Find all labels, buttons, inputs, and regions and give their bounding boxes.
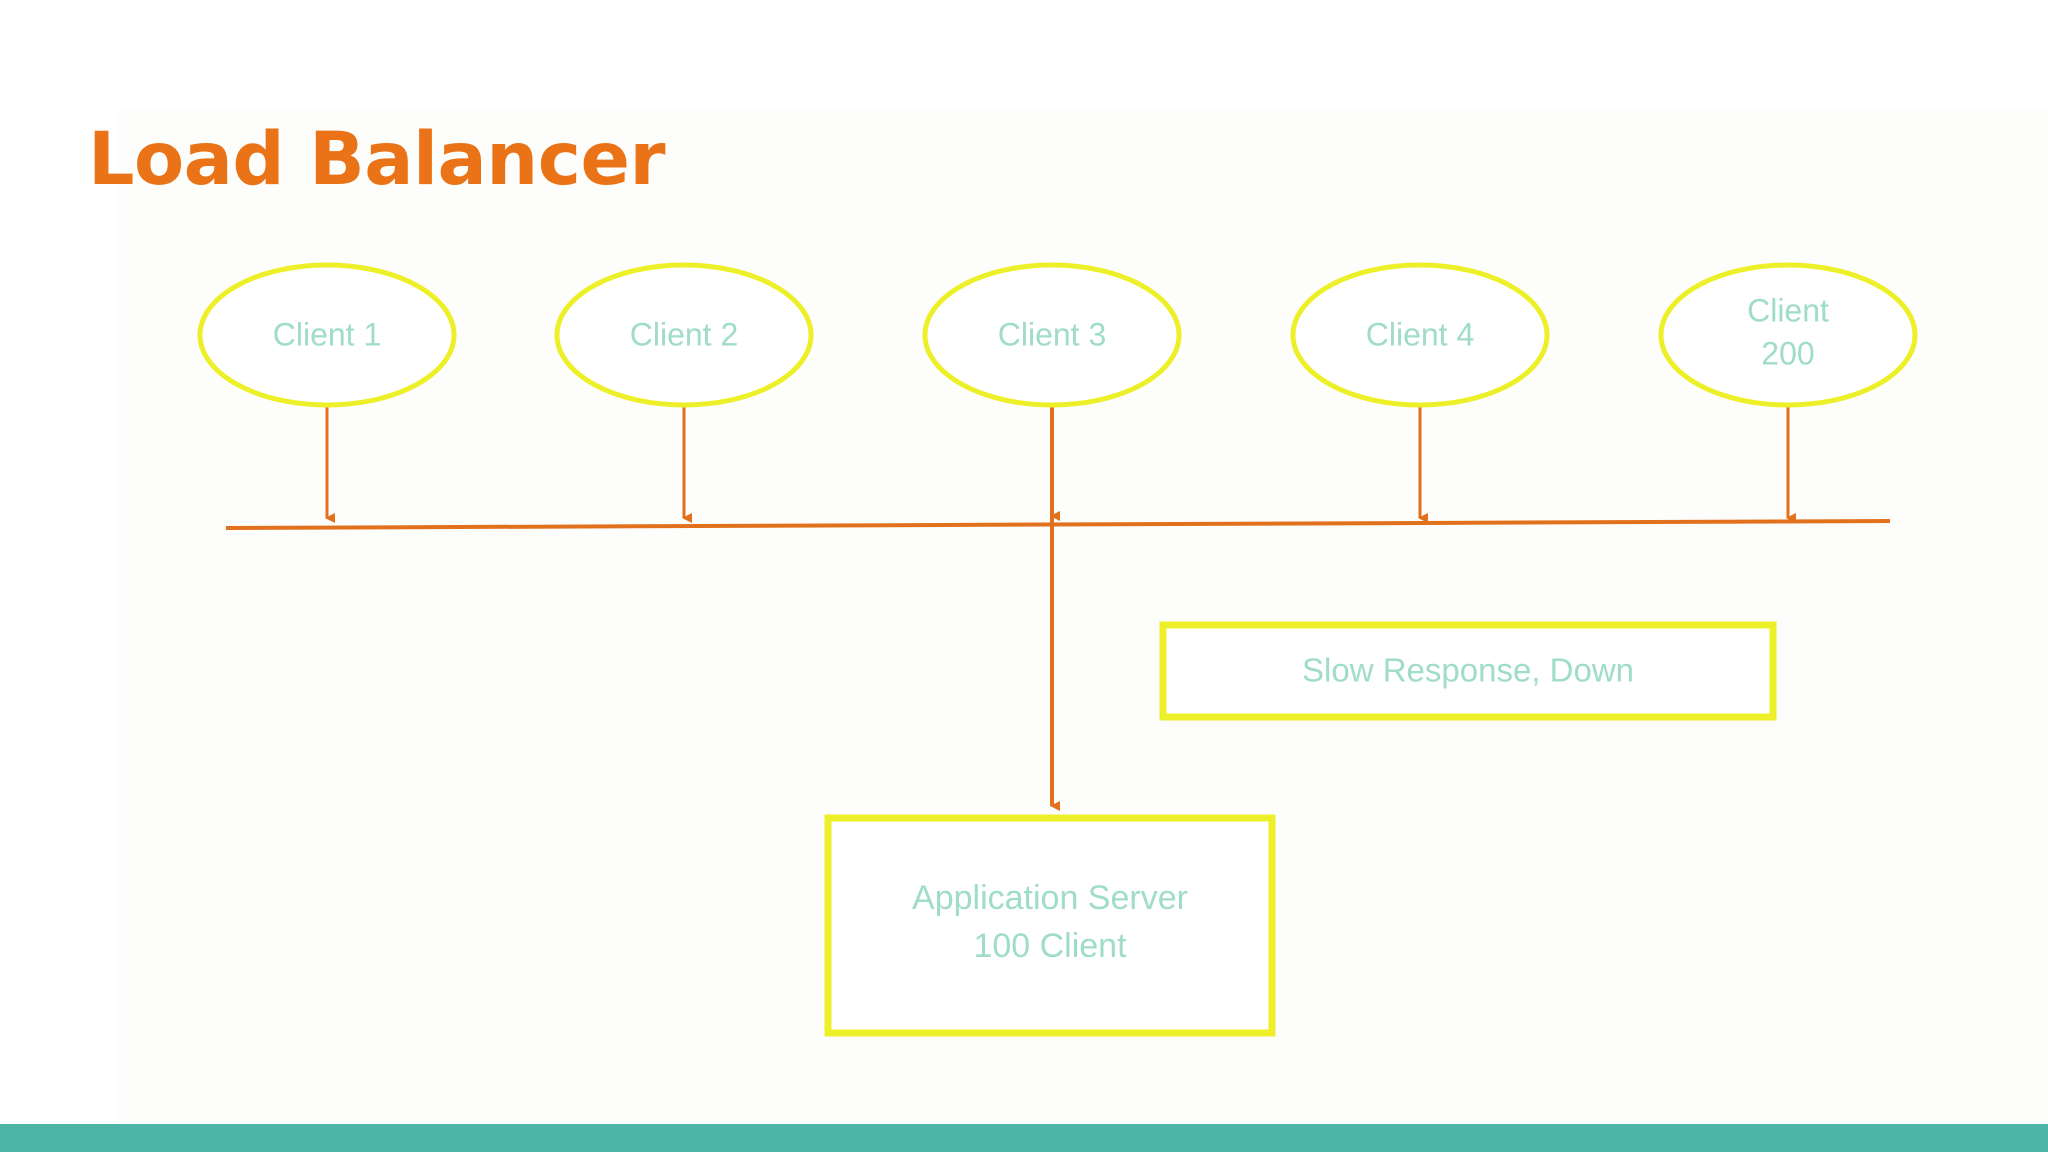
client-node-client-200[interactable]: Client 200 [1658,262,1918,408]
application-server-node[interactable]: Application Server 100 Client [824,814,1276,1037]
client-label: Client 1 [273,316,382,352]
client-label: Client 3 [998,316,1107,352]
footer-accent-bar [0,1124,2048,1152]
slow-response-node[interactable]: Slow Response, Down [1159,621,1777,721]
client-node-client-3[interactable]: Client 3 [922,262,1182,408]
client-node-client-4[interactable]: Client 4 [1290,262,1550,408]
client-ellipse-shape [197,262,457,408]
client-ellipse-shape [922,262,1182,408]
client-label: Client 2 [630,316,739,352]
application-server-label-line-1: Application Server [912,879,1188,917]
application-server-box-shape [824,814,1276,1037]
load-balancer-line [225,519,1891,530]
connector-group [225,400,1891,811]
slow-response-box-shape [1159,621,1777,721]
page-title: Load Balancer [88,117,666,202]
client-label-line-1: Client [1747,292,1829,328]
client-label: Client 4 [1366,316,1475,352]
client-label-line-2: 200 [1761,335,1814,371]
slow-response-label: Slow Response, Down [1302,652,1634,689]
client-ellipse-shape [1290,262,1550,408]
client-ellipse-shape [1658,262,1918,408]
application-server-label-line-2: 100 Client [973,927,1127,965]
client-node-client-1[interactable]: Client 1 [197,262,457,408]
client-ellipse-shape [554,262,814,408]
client-node-client-2[interactable]: Client 2 [554,262,814,408]
